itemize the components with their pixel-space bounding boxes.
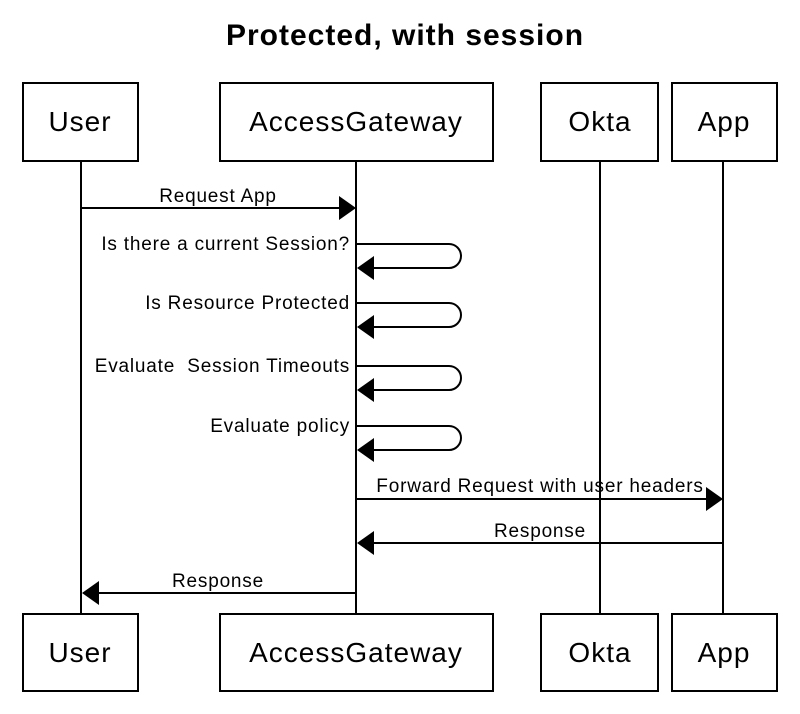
actor-top-okta: Okta <box>540 82 659 162</box>
actor-bottom-okta: Okta <box>540 613 659 692</box>
self-loop-line <box>356 243 462 269</box>
arrowhead-left-icon <box>357 378 374 402</box>
actor-label-user-bottom: User <box>48 637 111 668</box>
message-label-response-gateway: Response <box>494 521 586 542</box>
message-response-to-user: Response <box>82 571 356 605</box>
message-request-app: Request App <box>81 186 356 220</box>
message-self-evaluate-policy: Evaluate policy <box>210 416 462 462</box>
actor-label-gateway-top: AccessGateway <box>249 106 463 137</box>
actor-label-okta-bottom: Okta <box>568 637 631 668</box>
actor-box-user-bottom <box>22 613 139 692</box>
message-forward-request: Forward Request with user headers <box>356 476 723 511</box>
arrowhead-right-icon <box>706 487 723 511</box>
arrowhead-left-icon <box>357 531 374 555</box>
actor-top-app: App <box>671 82 778 162</box>
message-response-to-gateway: Response <box>357 521 723 555</box>
message-label-response-user: Response <box>172 571 264 592</box>
message-label-resource-protected: Is Resource Protected <box>145 293 350 314</box>
arrowhead-left-icon <box>357 438 374 462</box>
actor-box-okta-bottom <box>540 613 659 692</box>
message-label-request-app: Request App <box>159 186 277 207</box>
arrowhead-left-icon <box>357 256 374 280</box>
self-loop-line <box>356 365 462 391</box>
actor-box-okta-top <box>540 82 659 162</box>
actor-box-gateway-top <box>219 82 494 162</box>
message-label-current-session: Is there a current Session? <box>101 234 350 255</box>
actor-bottom-user: User <box>22 613 139 692</box>
message-self-current-session: Is there a current Session? <box>101 234 462 280</box>
actor-top-gateway: AccessGateway <box>219 82 494 162</box>
actor-label-okta-top: Okta <box>568 106 631 137</box>
message-label-forward-request: Forward Request with user headers <box>376 476 703 497</box>
actor-box-app-bottom <box>671 613 778 692</box>
message-self-resource-protected: Is Resource Protected <box>145 293 462 339</box>
actor-label-app-top: App <box>698 106 751 137</box>
actor-box-gateway-bottom <box>219 613 494 692</box>
actor-label-gateway-bottom: AccessGateway <box>249 637 463 668</box>
actor-box-app-top <box>671 82 778 162</box>
actor-bottom-app: App <box>671 613 778 692</box>
actor-top-user: User <box>22 82 139 162</box>
self-loop-line <box>356 425 462 451</box>
message-label-evaluate-policy: Evaluate policy <box>210 416 350 437</box>
actor-box-user-top <box>22 82 139 162</box>
self-loop-line <box>356 302 462 328</box>
actor-label-app-bottom: App <box>698 637 751 668</box>
message-self-session-timeouts: Evaluate Session Timeouts <box>95 356 462 402</box>
arrowhead-left-icon <box>82 581 99 605</box>
actor-bottom-gateway: AccessGateway <box>219 613 494 692</box>
actor-label-user-top: User <box>48 106 111 137</box>
arrowhead-right-icon <box>339 196 356 220</box>
arrowhead-left-icon <box>357 315 374 339</box>
message-label-session-timeouts: Evaluate Session Timeouts <box>95 356 350 377</box>
diagram-title: Protected, with session <box>226 19 584 52</box>
